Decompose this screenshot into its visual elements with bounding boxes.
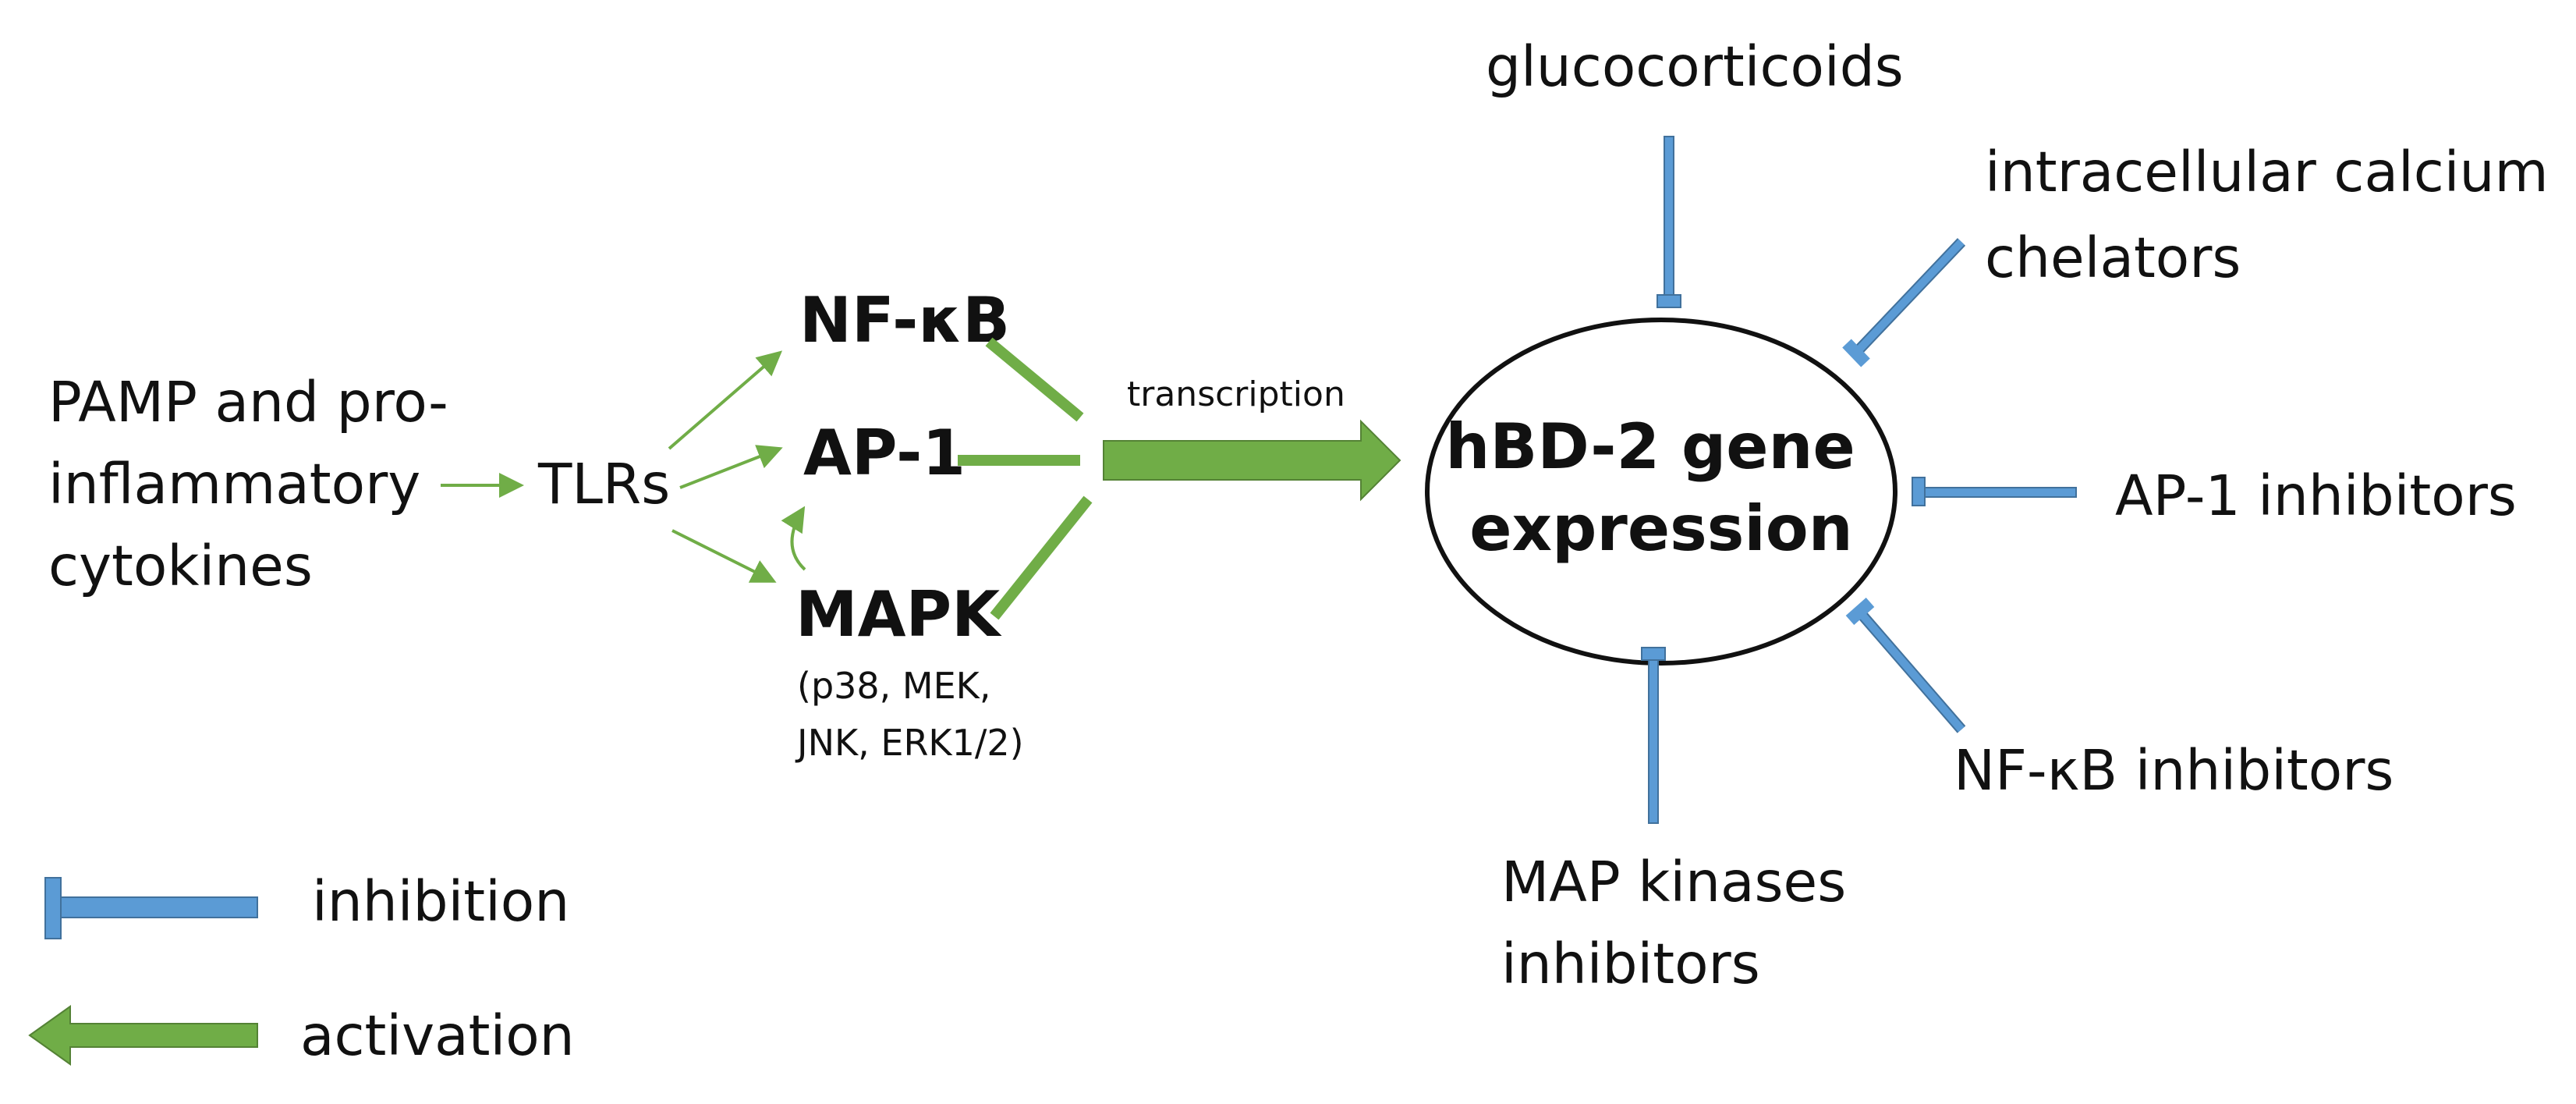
legend-inhibition-label: inhibition xyxy=(312,869,569,934)
activation-line-nfkb xyxy=(985,337,1084,422)
mapk-detail-line-1: (p38, MEK, xyxy=(797,665,990,707)
calcium-line-1: intracellular calcium xyxy=(1985,140,2549,204)
activation-arrow-tlrs-ap1 xyxy=(679,445,783,489)
ap1-inhibitors-label: AP-1 inhibitors xyxy=(2115,463,2517,528)
map-inhibitors-line-1: MAP kinases xyxy=(1501,850,1846,914)
mapk-detail: (p38, MEK, JNK, ERK1/2) xyxy=(795,665,1024,764)
legend-inhibition-symbol xyxy=(44,877,258,939)
mapk-detail-line-2: JNK, ERK1/2) xyxy=(795,722,1024,764)
activation-arrow-mapk-ap1 xyxy=(781,506,806,571)
target-line-2: expression xyxy=(1469,492,1852,565)
inhibition-ap1 xyxy=(1912,477,2077,506)
legend-activation-label: activation xyxy=(300,1003,575,1068)
calcium-line-2: chelators xyxy=(1985,225,2241,290)
target-line-1: hBD-2 gene xyxy=(1445,410,1855,483)
stimulus-line-3: cytokines xyxy=(48,534,313,598)
transcription-arrow xyxy=(1103,419,1401,502)
stimulus-line-1: PAMP and pro- xyxy=(48,370,448,435)
activation-arrow-tlrs-nfkb xyxy=(668,350,783,450)
legend-activation-symbol xyxy=(28,1005,258,1066)
stimulus-label: PAMP and pro- inflammatory cytokines xyxy=(48,370,466,598)
ap1-label: AP-1 xyxy=(803,417,966,489)
target-ellipse xyxy=(1425,318,1897,666)
inhibition-map xyxy=(1641,647,1666,824)
inhibition-calcium xyxy=(1842,238,1966,367)
map-inhibitors-label: MAP kinases inhibitors xyxy=(1501,850,1864,996)
calcium-label: intracellular calcium chelators xyxy=(1985,140,2566,290)
map-inhibitors-line-2: inhibitors xyxy=(1501,932,1760,996)
stimulus-line-2: inflammatory xyxy=(48,452,420,517)
inhibition-glucocorticoids xyxy=(1657,136,1681,308)
activation-arrow-tlrs-mapk xyxy=(671,529,777,583)
mapk-label: MAPK xyxy=(795,578,1002,651)
glucocorticoids-label: glucocorticoids xyxy=(1486,34,1904,99)
activation-line-mapk xyxy=(990,495,1093,620)
inhibition-nfkb xyxy=(1845,598,1966,733)
nfkb-inhibitors-label: NF-κB inhibitors xyxy=(1954,738,2394,803)
nfkb-label: NF-κB xyxy=(799,284,1010,357)
tlrs-label: TLRs xyxy=(537,452,670,517)
transcription-label: transcription xyxy=(1127,375,1345,414)
target-label: hBD-2 gene expression xyxy=(1445,410,1876,565)
